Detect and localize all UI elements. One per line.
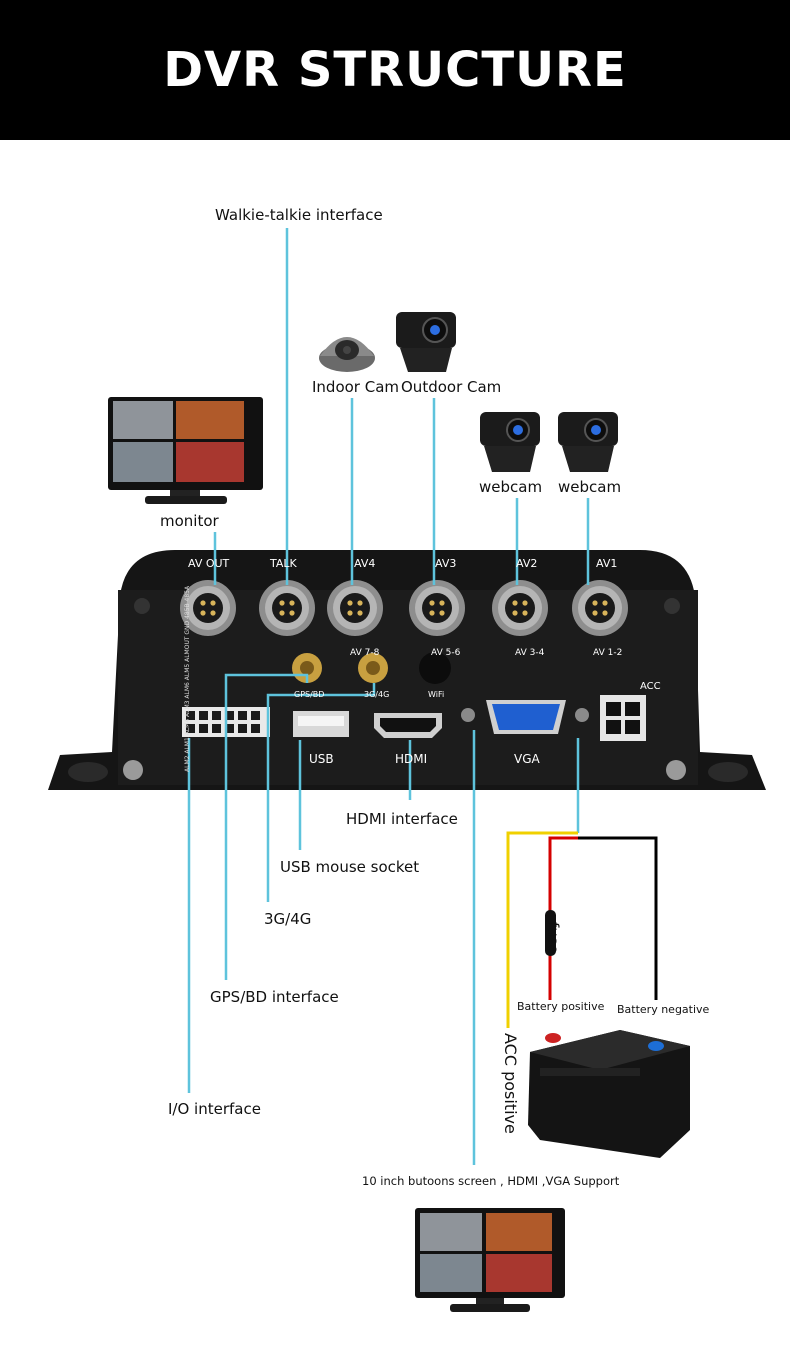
- label-walkie-talkie: Walkie-talkie interface: [215, 206, 383, 224]
- vga-port[interactable]: [461, 700, 589, 734]
- port-label-av78: AV 7-8: [350, 648, 380, 658]
- label-battery-positive: Battery positive: [517, 1000, 605, 1013]
- port-label-av3: AV3: [435, 557, 457, 570]
- port-label-av2: AV2: [516, 557, 538, 570]
- port-label-usb: USB: [309, 752, 334, 766]
- fuse-image: [545, 910, 556, 956]
- connector-av1[interactable]: [572, 580, 628, 636]
- label-usb-mouse: USB mouse socket: [280, 858, 420, 876]
- connector-talk[interactable]: [259, 580, 315, 636]
- label-io-interface: I/O interface: [168, 1100, 261, 1118]
- port-label-talk: TALK: [270, 557, 297, 570]
- label-webcam-2: webcam: [558, 478, 622, 496]
- port-label-av12: AV 1-2: [593, 648, 623, 658]
- leader-lines: [187, 228, 590, 1165]
- port-label-av-out: AV OUT: [188, 557, 230, 570]
- port-label-av34: AV 3-4: [515, 648, 545, 658]
- label-acc-positive: ACC positive: [501, 1033, 520, 1134]
- port-label-vga: VGA: [514, 752, 540, 766]
- port-label-gps: GPS/BD: [294, 690, 325, 699]
- outdoor-cam-image: [396, 312, 456, 372]
- port-label-av56: AV 5-6: [431, 648, 461, 658]
- screen-image: [415, 1208, 565, 1312]
- port-label-acc: ACC: [640, 681, 661, 692]
- webcam-2-image: [558, 412, 618, 472]
- label-monitor: monitor: [160, 512, 219, 530]
- power-wires: [506, 831, 658, 1028]
- usb-port[interactable]: [293, 711, 349, 737]
- page-title: DVR STRUCTURE: [163, 42, 627, 98]
- acc-power-socket[interactable]: [600, 695, 646, 741]
- port-label-av4: AV4: [354, 557, 376, 570]
- hdmi-port[interactable]: [374, 713, 442, 738]
- connector-av2[interactable]: [492, 580, 548, 636]
- connector-av3[interactable]: [409, 580, 465, 636]
- label-gps-bd: GPS/BD interface: [210, 988, 339, 1006]
- webcam-1-image: [480, 412, 540, 472]
- label-3g4g: 3G/4G: [264, 910, 312, 928]
- port-label-hdmi: HDMI: [395, 752, 428, 766]
- port-label-av1: AV1: [596, 557, 618, 570]
- label-indoor-cam: Indoor Cam: [312, 378, 400, 396]
- aviation-connectors: [180, 580, 628, 636]
- connector-av-out[interactable]: [180, 580, 236, 636]
- label-hdmi-interface: HDMI interface: [346, 810, 458, 828]
- label-fuse: fuse: [544, 922, 562, 954]
- g34-antenna-connector[interactable]: [358, 653, 388, 683]
- battery-image: [528, 1030, 690, 1158]
- connector-av4[interactable]: [327, 580, 383, 636]
- indoor-cam-image: [319, 337, 375, 372]
- label-screen-note: 10 inch butoons screen , HDMI ,VGA Suppo…: [362, 1174, 620, 1188]
- monitor-image: [108, 397, 263, 504]
- label-outdoor-cam: Outdoor Cam: [401, 378, 502, 396]
- io-pin-labels: ALM2 ALM1 ALM4 ALM3 ALM6 ALM5 ALMOUT GND…: [184, 585, 191, 772]
- port-label-wifi: WiFi: [428, 690, 445, 699]
- label-battery-negative: Battery negative: [617, 1003, 710, 1016]
- header-banner: DVR STRUCTURE: [0, 0, 790, 140]
- label-webcam-1: webcam: [479, 478, 543, 496]
- port-label-3g4g: 3G/4G: [364, 690, 390, 699]
- wifi-antenna-base: [419, 652, 451, 684]
